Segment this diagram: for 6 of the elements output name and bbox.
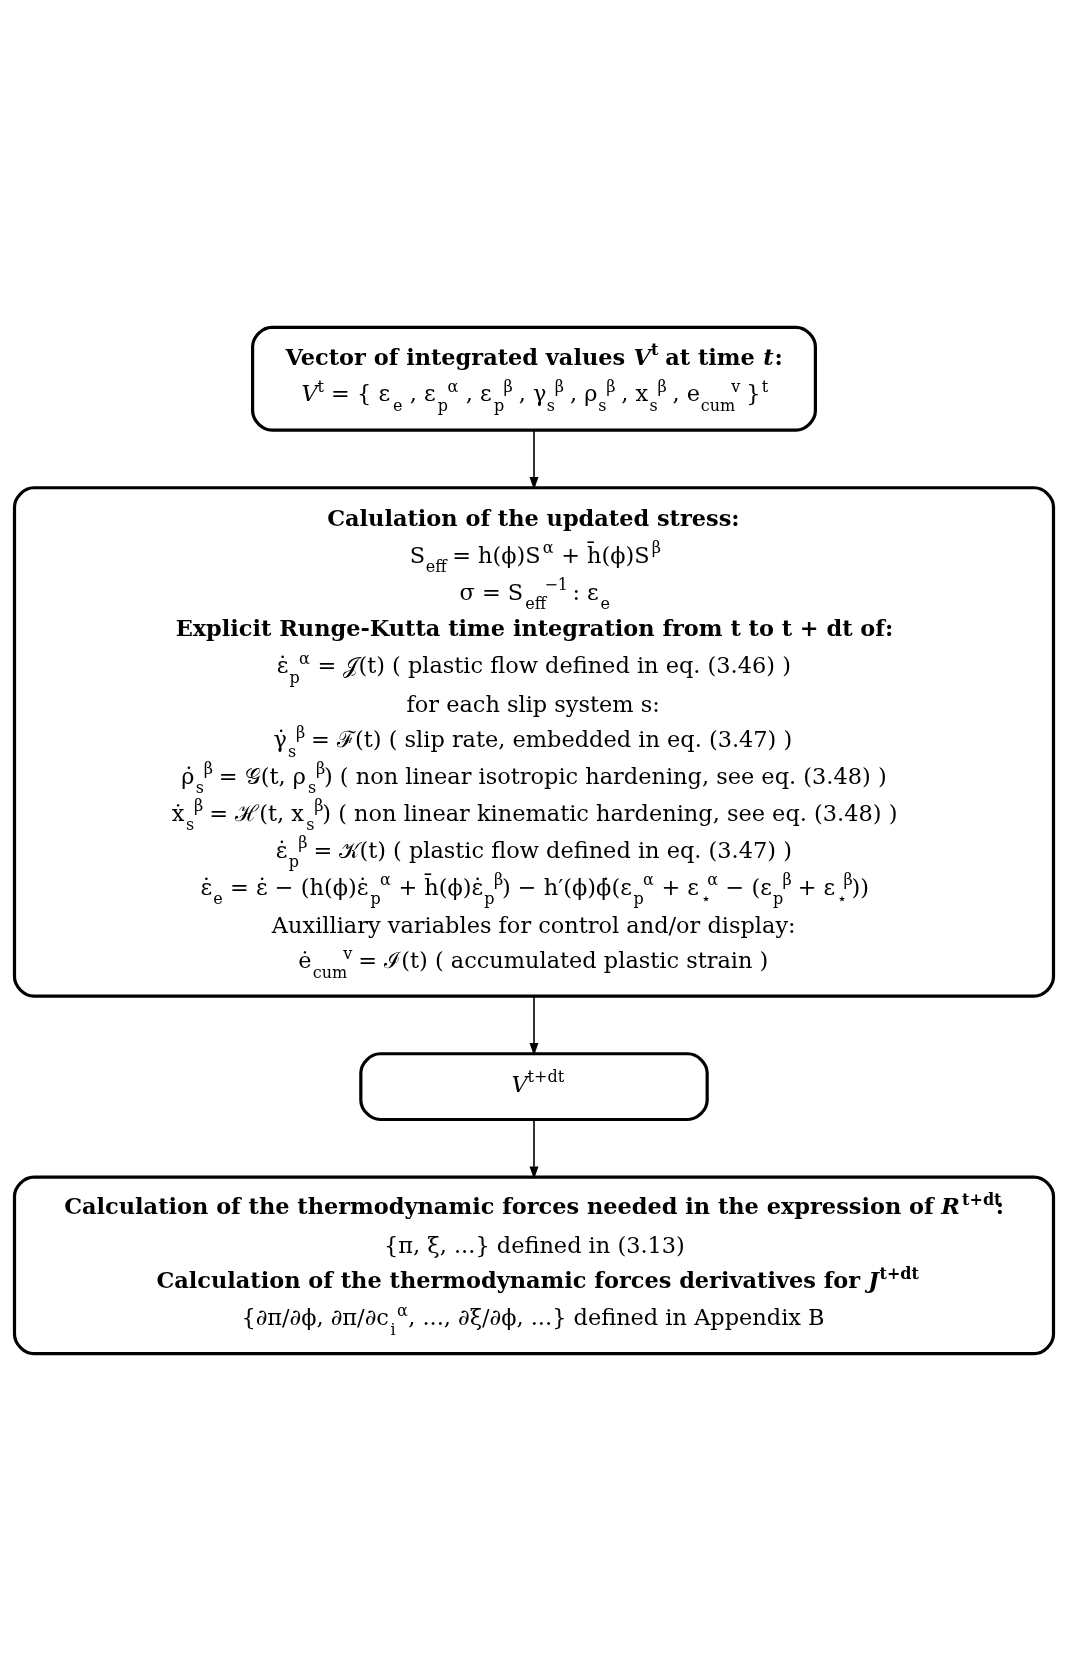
- node-box: V$^{t+dt}$: [359, 1051, 709, 1121]
- arrow: [529, 994, 539, 1056]
- node-box: Vector of integrated values V$^{t}$ at time t: V$^{t}$ = { ε$_{e}$ , ε$_{p}$$^{α}$ , ε$_{p}$$^{β}$ , γ$_{s}$$^{β}$ , ρ$_{s}$$^{β}$ , x$_{s}$$^{β}$ , e$_{cum}$$^{v}$ }$^{t}$: [251, 325, 817, 432]
- arrow: [529, 1118, 539, 1179]
- arrow: [529, 429, 539, 490]
- node-box: Calulation of the updated stress: S$_{eff}$ = h(ϕ)S$^{α}$ + h̄(ϕ)S$^{β}$ σ = S$_{eff}$$^{−1}$ : ε$_{e}$ Explicit Runge-Kutta time integration from t to t + dt of: ε̇$_{p}$$^{α}$ = 𝒥(t) ( plastic flow defined in eq. (3.46) ) for each slip system s: γ̇$_{s}$$^{β}$ = ℱ(t) ( slip rate, embedded in eq. (3.47) ) ρ̇$_{s}$$^{β}$ = 𝒢(t, ρ$_{s}$$^{β}$) ( non linear isotropic hardening, see eq. (3.48) ) ẋ$_{s}$$^{β}$ = ℋ(t, x$_{s}$$^{β}$) ( non linear kinematic hardening, see eq. (3.48) ) ε̇$_{p}$$^{β}$ = 𝒦(t) ( plastic flow defined in eq. (3.47) ) ε̇$_{e}$ = ε̇ − (h(ϕ)ε̇$_{p}$$^{α}$ + h̄(ϕ)ε̇$_{p}$$^{β}$) − h′(ϕ)ϕ̇(ε$_{p}$$^{α}$ + ε$_{⋆}$$^{α}$ − (ε$_{p}$$^{β}$ + ε$_{⋆}$$^{β}$)) Auxilliary variables for control and/or display: ė$_{cum}$$^{v}$ = ℐ(t) ( accumulated plastic strain ): [12, 485, 1056, 998]
